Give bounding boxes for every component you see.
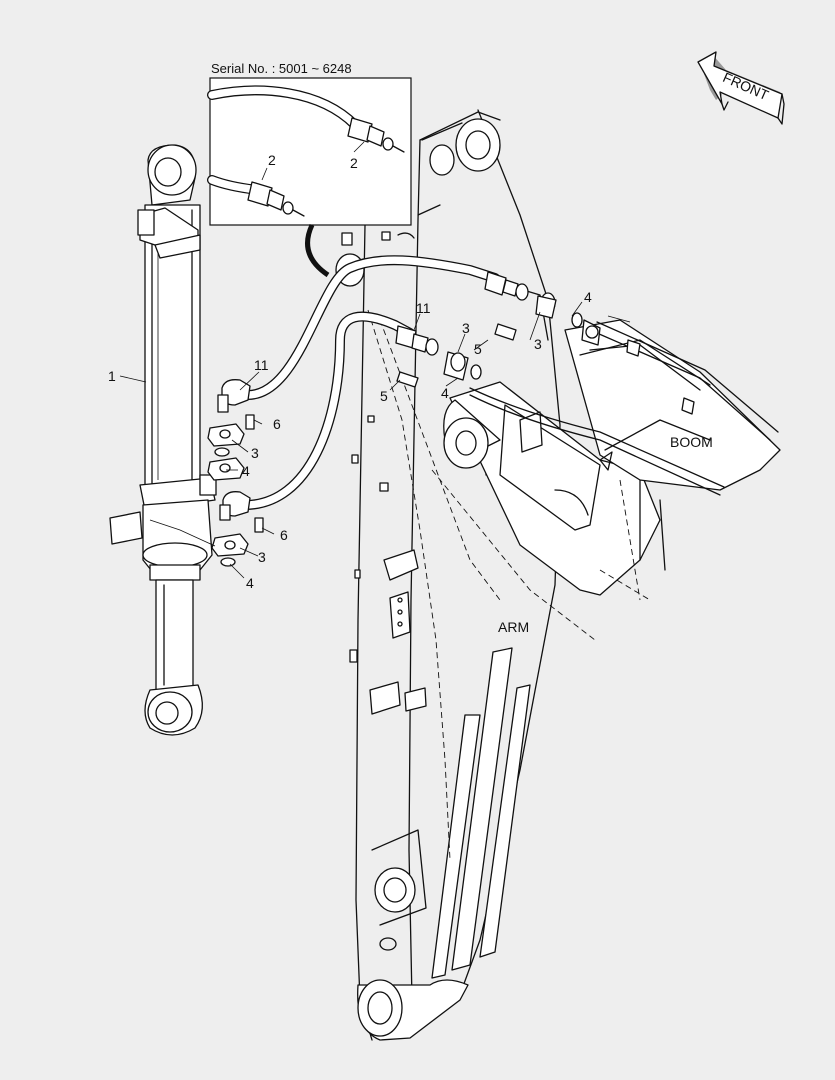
callout-3-cylinder-lower: 3 bbox=[258, 549, 266, 565]
callout-5-arm-upper: 5 bbox=[474, 341, 482, 357]
hydraulic-cylinder bbox=[109, 144, 251, 736]
front-direction-arrow bbox=[697, 51, 785, 125]
callout-5-arm-lower: 5 bbox=[380, 388, 388, 404]
arm-label: ARM bbox=[498, 619, 529, 635]
callout-3-cylinder-upper: 3 bbox=[251, 445, 259, 461]
upper-hose-fitting bbox=[484, 271, 583, 328]
boom bbox=[443, 319, 781, 601]
arm bbox=[335, 109, 596, 1041]
callout-3-arm-lower: 3 bbox=[462, 320, 470, 336]
callout-2-inset-right: 2 bbox=[350, 155, 358, 171]
callout-11-cylinder: 11 bbox=[254, 357, 269, 373]
callout-2-inset-left: 2 bbox=[268, 152, 276, 168]
lower-hose-fitting bbox=[395, 323, 517, 388]
callout-6-upper: 6 bbox=[273, 416, 281, 432]
callout-3-arm-upper: 3 bbox=[534, 336, 542, 352]
callout-4-arm-lower: 4 bbox=[441, 385, 449, 401]
inset-serial-caption: Serial No. : 5001 ~ 6248 bbox=[211, 61, 352, 76]
cylinder-flange-parts bbox=[207, 414, 264, 567]
boom-label: BOOM bbox=[670, 434, 713, 450]
callout-4-cylinder-upper: 4 bbox=[242, 463, 250, 479]
callout-11-arm: 11 bbox=[416, 300, 431, 316]
callout-6-lower: 6 bbox=[280, 527, 288, 543]
leader-lines bbox=[119, 301, 631, 579]
serial-inset bbox=[207, 77, 412, 226]
callout-4-arm-upper: 4 bbox=[584, 289, 592, 305]
hose-lines bbox=[240, 255, 500, 510]
callout-1: 1 bbox=[108, 368, 116, 384]
callout-numbers: 1 2 2 11 11 3 3 3 3 4 4 4 4 5 5 6 6 bbox=[108, 152, 592, 591]
callout-4-cylinder-lower: 4 bbox=[246, 575, 254, 591]
